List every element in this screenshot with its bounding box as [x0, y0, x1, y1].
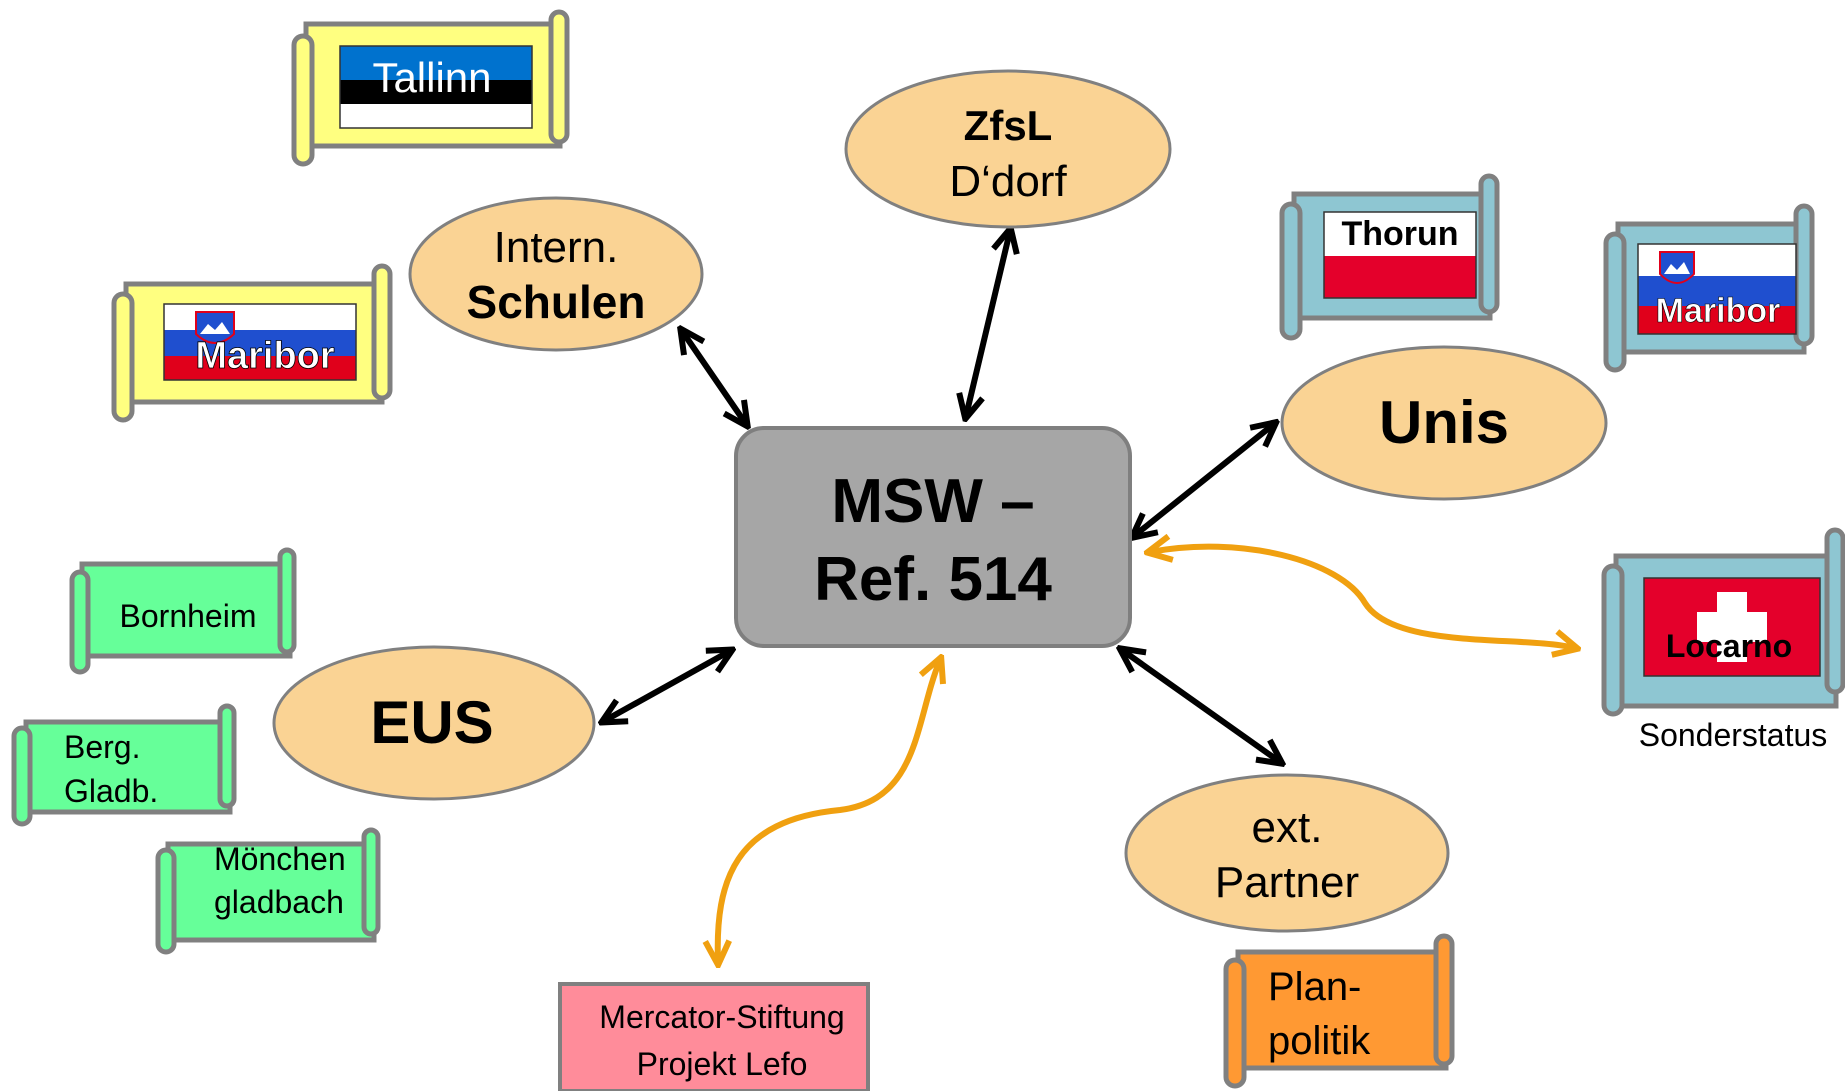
flag-estonia: [339, 45, 533, 129]
scroll-tallinn: Tallinn: [291, 9, 570, 167]
center-node: MSW – Ref. 514: [734, 426, 1132, 648]
connectors: [604, 231, 1575, 962]
scroll-locarno: Locarno Sonderstatus: [1601, 527, 1845, 753]
scroll-planpolitik: Plan- politik: [1223, 933, 1455, 1089]
oval-unis: Unis: [1280, 345, 1608, 501]
center-box: [734, 426, 1132, 648]
flag-slovenia-right: [1637, 243, 1797, 335]
eus-label: EUS: [370, 689, 493, 756]
arrow-center-intern: [682, 331, 746, 424]
arrow-center-ext: [1122, 650, 1280, 762]
oval-zfsl: ZfsL D‘dorf: [844, 69, 1172, 229]
scroll-thorun: Thorun: [1279, 173, 1500, 341]
arrow-center-eus: [604, 651, 730, 721]
scroll-moenchengladbach: Mönchen gladbach: [155, 827, 381, 955]
mercator-box: Mercator-Stiftung Projekt Lefo: [558, 982, 870, 1091]
scroll-bornheim: Bornheim: [69, 547, 297, 675]
scroll-maribor-right: Maribor: [1603, 203, 1815, 373]
maribor-left-label: Maribor: [195, 335, 335, 377]
oval-ext-partner: ext. Partner: [1124, 773, 1450, 933]
berg-line2: Gladb.: [64, 773, 158, 809]
plan-line1: Plan-: [1268, 965, 1361, 1009]
berg-line1: Berg.: [64, 729, 140, 765]
arrow-center-unis: [1134, 424, 1274, 536]
oval-eus: EUS: [272, 645, 596, 801]
unis-label: Unis: [1379, 389, 1509, 456]
plan-line2: politik: [1268, 1019, 1371, 1063]
center-title-line2: Ref. 514: [814, 545, 1052, 614]
intern-line2: Schulen: [467, 276, 646, 328]
orange-arrow-locarno: [1150, 547, 1575, 648]
zfsl-line2: D‘dorf: [949, 157, 1067, 206]
ext-line1: ext.: [1252, 803, 1323, 852]
flag-poland: [1323, 211, 1477, 299]
bornheim-label: Bornheim: [120, 598, 257, 634]
ext-line2: Partner: [1215, 858, 1359, 907]
maribor-right-label: Maribor: [1656, 292, 1781, 330]
thorun-label: Thorun: [1341, 215, 1458, 253]
zfsl-line1: ZfsL: [964, 102, 1053, 149]
mercator-line2: Projekt Lefo: [637, 1046, 808, 1082]
tallinn-label: Tallinn: [372, 54, 491, 101]
mercator-line1: Mercator-Stiftung: [599, 999, 844, 1035]
moenchen-line1: Mönchen: [214, 841, 346, 877]
locarno-label: Locarno: [1666, 628, 1792, 664]
moenchen-line2: gladbach: [214, 884, 344, 920]
orange-arrow-mercator: [718, 660, 940, 962]
intern-line1: Intern.: [494, 223, 619, 272]
scroll-berg-gladbach: Berg. Gladb.: [11, 703, 237, 827]
slovenia-coat-of-arms-icon: [195, 311, 235, 344]
flag-slovenia-left: [163, 303, 357, 381]
center-title-line1: MSW –: [831, 467, 1034, 536]
oval-intern-schulen: Intern. Schulen: [408, 196, 704, 352]
flag-switzerland: [1643, 577, 1821, 677]
arrow-center-zfsl: [966, 231, 1010, 416]
scroll-maribor-left: Maribor: [111, 263, 393, 423]
sonderstatus-note: Sonderstatus: [1639, 717, 1828, 753]
slovenia-coat-of-arms-icon: [1659, 251, 1695, 284]
